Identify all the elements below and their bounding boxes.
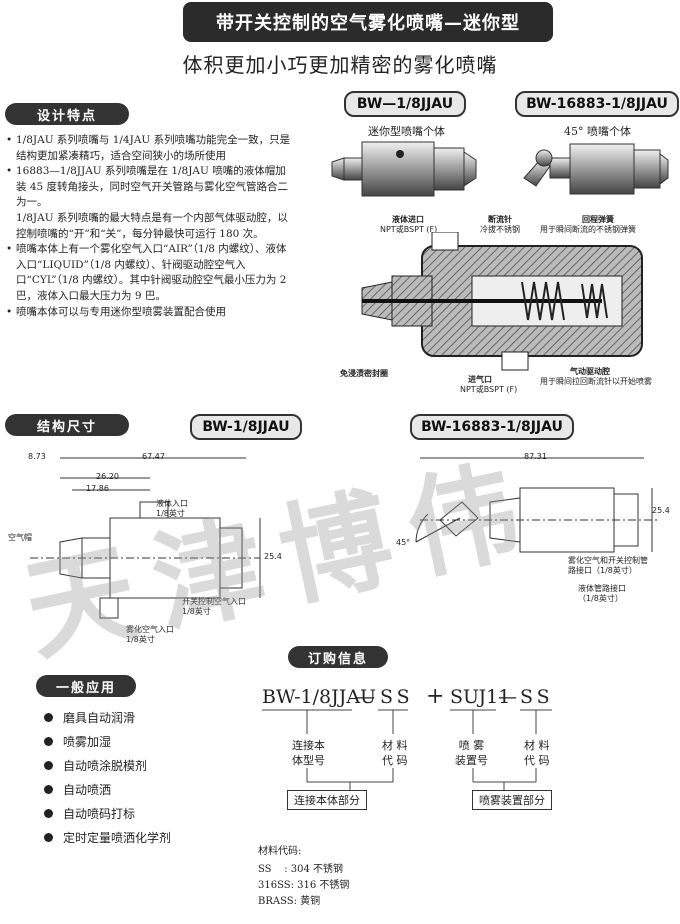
- label-liquid-port: 液体入口: [156, 499, 188, 508]
- product-caption-right: 45° 喷嘴个体: [564, 125, 631, 138]
- nozzle-photo-right: [523, 143, 669, 195]
- material-ss: SS : 304 不锈钢: [258, 864, 344, 875]
- order-heading: 订购信息: [288, 646, 388, 668]
- dim-87-31: 87.31: [524, 452, 547, 461]
- feature-5: •喷嘴本体可以与专用迷你型喷雾装置配合使用: [6, 305, 226, 318]
- dimension-drawing-left: [30, 457, 261, 619]
- label-needle: 断流针: [488, 215, 512, 224]
- label-liquid-pipe-port-size: （1/8英寸）: [578, 594, 623, 603]
- order-code-body-type: 连接本体型号: [292, 739, 325, 767]
- application-item: 磨具自动润滑: [44, 709, 135, 726]
- label-spring-sub: 用于瞬间断流的不锈钢弹簧: [540, 225, 636, 234]
- label-air-switch-port: 雾化空气和开关控制管: [568, 556, 648, 565]
- cutaway-diagram: [361, 232, 643, 371]
- label-spring: 回程弹簧: [582, 215, 614, 224]
- design-heading: 设计特点: [5, 103, 129, 125]
- dim-45-degree: 45°: [396, 538, 411, 547]
- label-needle-sub: 冷拔不锈钢: [480, 225, 520, 234]
- application-item: 定时定量喷洒化学剂: [44, 829, 171, 846]
- dim-17-86: 17.86: [86, 484, 109, 493]
- label-liquid-port-size: 1/8英寸: [156, 509, 185, 518]
- bullet-icon: [44, 785, 53, 794]
- label-switch-port: 开关控制空气入口: [182, 597, 246, 606]
- label-piston-sub: 用于瞬间拉回断流针以开始喷雾: [540, 377, 652, 386]
- feature-2: •16883—1/8JJAU 系列喷嘴是在 1/8JAU 喷嘴的液体帽加装 45…: [6, 165, 289, 209]
- label-atom-port-size: 1/8英寸: [126, 635, 155, 644]
- dim-26-20: 26.20: [96, 472, 119, 481]
- application-item: 自动喷洒: [44, 781, 111, 798]
- material-title: 材料代码:: [258, 846, 302, 857]
- application-item: 喷雾加湿: [44, 733, 111, 750]
- bullet-icon: [44, 737, 53, 746]
- applications-heading: 一般应用: [36, 675, 136, 697]
- label-air-inlet: 进气口: [468, 375, 492, 384]
- dimension-drawing-right: [415, 457, 660, 553]
- bullet-icon: [44, 809, 53, 818]
- order-dash-1: —: [356, 686, 375, 708]
- order-plus: +: [426, 684, 445, 709]
- bullet-icon: [44, 761, 53, 770]
- page-subtitle: 体积更加小巧更加精密的雾化喷嘴: [182, 53, 498, 77]
- feature-3: 1/8JAU 系列喷嘴的最大特点是有一个内部气体驱动腔，以控制喷嘴的“开”和“关…: [16, 211, 288, 240]
- nozzle-photo-left: [331, 141, 477, 197]
- order-code-spray: 喷 雾装置号: [455, 739, 488, 767]
- label-liquid-thread: NPT或BSPT (F): [380, 225, 438, 234]
- structure-tag-left: BW-1/8JJAU: [190, 414, 302, 440]
- label-atom-port: 雾化空气入口: [126, 625, 174, 634]
- feature-1: •1/8JAU 系列喷嘴与 1/4JAU 系列喷嘴功能完全一致，只是结构更加紧凑…: [6, 134, 291, 162]
- dim-67-47: 67.47: [142, 452, 165, 461]
- structure-tag-right: BW-16883-1/8JJAU: [410, 414, 574, 440]
- product-tag-left: BW—1/8JJAU: [344, 91, 466, 117]
- order-box-body: 连接本体部分: [287, 790, 367, 810]
- application-item: 自动喷涂脱模剂: [44, 757, 147, 774]
- order-material-2: SS: [520, 686, 554, 708]
- label-air-cap: 空气帽: [8, 533, 32, 542]
- feature-4: •喷嘴本体上有一个雾化空气入口“AIR”（1/8 内螺纹）、液体入口“LIQUI…: [6, 243, 287, 302]
- dim-25-4-right: 25.4: [652, 506, 670, 515]
- bullet-icon: [44, 833, 53, 842]
- order-part-body: BW-1/8JJAU: [262, 686, 377, 708]
- dim-8-73: 8.73: [28, 452, 46, 461]
- label-liquid-pipe-port: 液体管路接口: [578, 584, 626, 593]
- label-switch-port-size: 1/8英寸: [182, 607, 211, 616]
- label-air-thread: NPT或BSPT (F): [460, 385, 518, 394]
- order-leader-lines: [262, 709, 552, 790]
- label-air-switch-port-size: 路接口（1/8英寸）: [568, 566, 637, 575]
- label-piston: 气动驱动腔: [570, 367, 610, 376]
- bullet-icon: [44, 713, 53, 722]
- page-title: 带开关控制的空气雾化喷嘴—迷你型: [183, 2, 553, 42]
- dim-25-4-left: 25.4: [264, 552, 282, 561]
- label-liquid-inlet: 液体进口: [392, 215, 424, 224]
- order-code-material-2: 材 料代 码: [524, 739, 550, 767]
- order-box-spray: 喷雾装置部分: [472, 790, 552, 810]
- material-brass: BRASS: 黄铜: [258, 896, 321, 907]
- structure-heading: 结构尺寸: [5, 414, 129, 436]
- product-tag-right: BW-16883-1/8JJAU: [515, 91, 679, 117]
- order-material-1: SS: [380, 686, 414, 708]
- label-seal: 免浸渍密封圈: [340, 369, 388, 378]
- product-caption-left: 迷你型喷嘴个体: [368, 125, 445, 138]
- material-316ss: 316SS: 316 不锈钢: [258, 880, 350, 891]
- application-item: 自动喷码打标: [44, 805, 135, 822]
- order-code-material-1: 材 料代 码: [382, 739, 408, 767]
- order-part-spray: SUJ11: [450, 686, 511, 708]
- order-dash-2: —: [498, 686, 517, 708]
- design-features: •1/8JAU 系列喷嘴与 1/4JAU 系列喷嘴功能完全一致，只是结构更加紧凑…: [6, 133, 296, 320]
